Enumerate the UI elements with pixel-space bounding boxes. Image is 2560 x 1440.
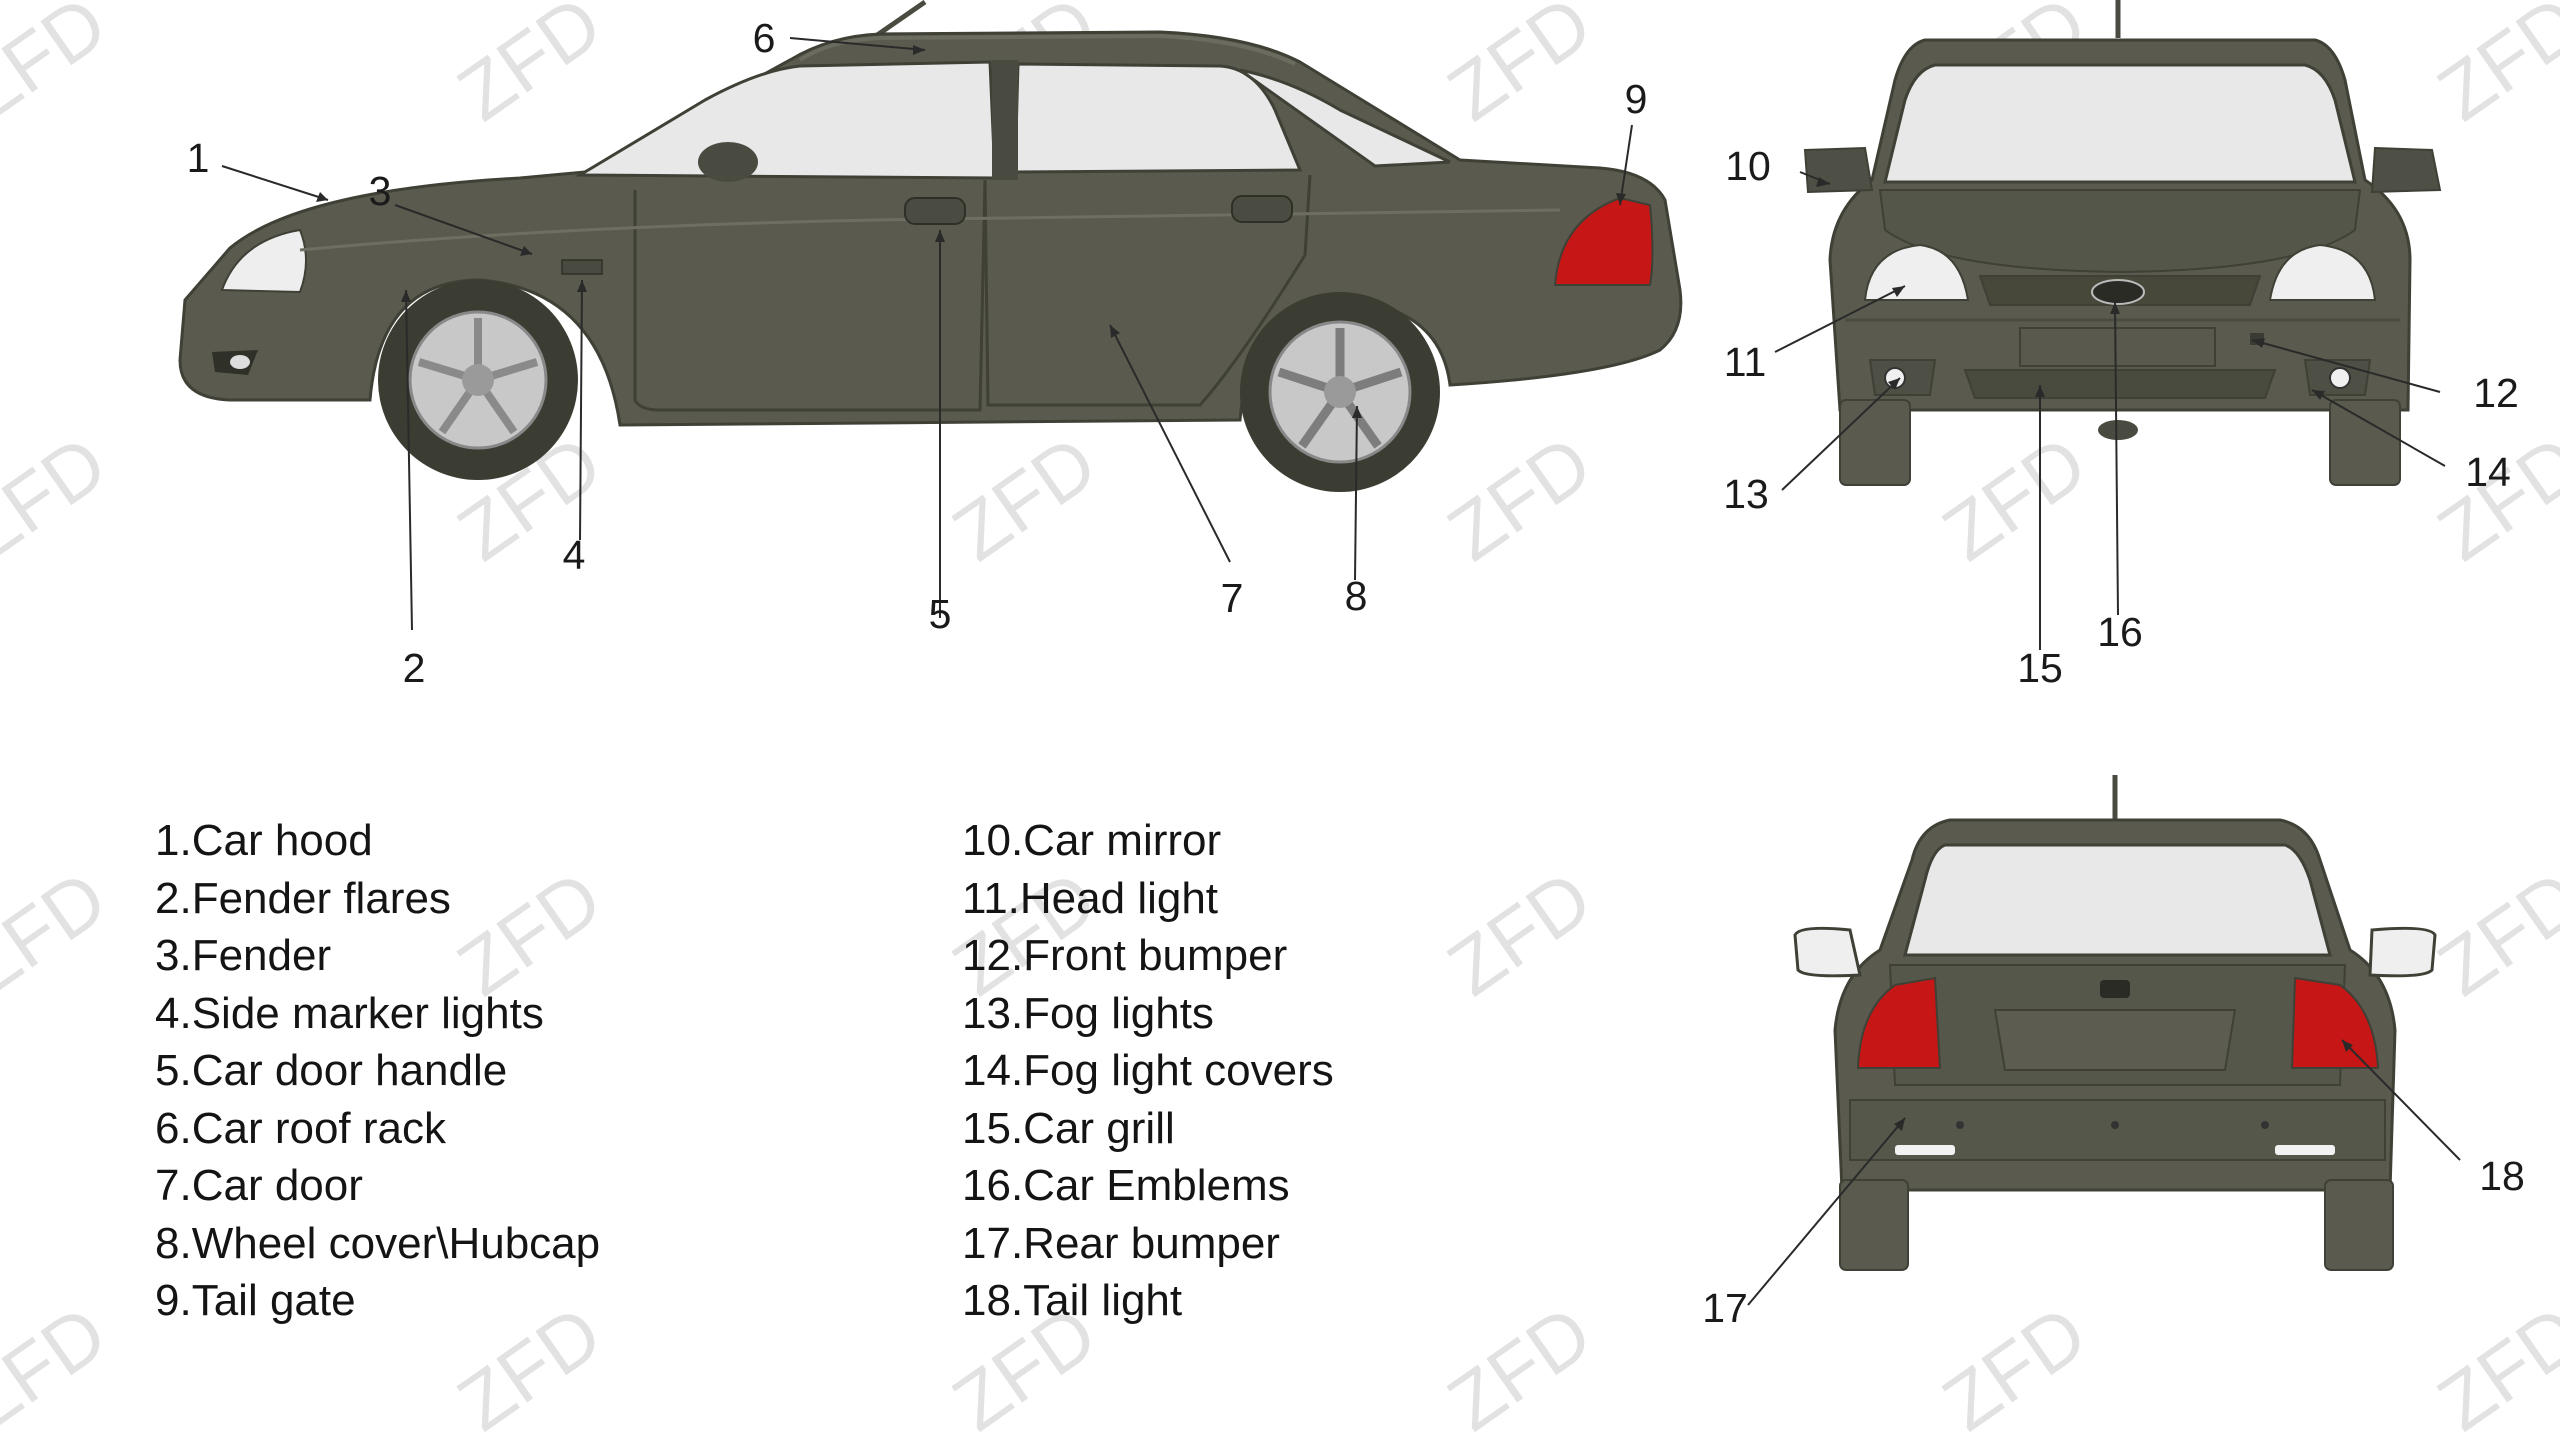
front-headlight-right (2268, 243, 2377, 301)
door-handle-rear (1231, 195, 1293, 223)
callout-5: 5 (929, 591, 952, 637)
callout-13: 13 (1723, 471, 1769, 517)
front-lower-grille (1963, 369, 2277, 399)
rear-tail-light-right (2290, 976, 2380, 1069)
callout-10: 10 (1725, 143, 1771, 189)
side-quarter-window (1239, 68, 1451, 168)
watermark-text: ZFD (1927, 1288, 2102, 1440)
watermark-text: ZFD (2422, 418, 2560, 577)
watermark-text: ZFD (0, 0, 122, 137)
rear-emblem (2100, 980, 2130, 998)
callout-arrowheads (316, 45, 2353, 1131)
watermark-text: ZFD (1927, 418, 2102, 577)
legend-item-front-bumper: 12.Front bumper (962, 931, 1288, 980)
car-side-view (178, 0, 1683, 492)
rear-bumper-shape (1849, 1099, 2386, 1161)
watermark-text: ZFD (0, 853, 122, 1012)
callout-15: 15 (2017, 645, 2063, 691)
watermark-text: ZFD (937, 418, 1112, 577)
legend-item-fog-lights: 13.Fog lights (962, 988, 1214, 1038)
callout-11: 11 (1724, 339, 1767, 385)
legend-item-head-light: 11.Head light (962, 873, 1219, 923)
callout-17: 17 (1702, 1285, 1748, 1331)
callout-7: 7 (1221, 575, 1244, 621)
legend-item-car-door: 7.Car door (155, 1161, 363, 1210)
callout-3: 3 (369, 168, 392, 214)
legend-item-car-grill: 15.Car grill (962, 1103, 1175, 1153)
car-front-view (1803, 0, 2442, 486)
rear-license-plate-recess (1993, 1009, 2237, 1071)
callout-16: 16 (2097, 609, 2143, 655)
watermark-text: ZFD (0, 1288, 122, 1440)
legend-item-fender: 3.Fender (155, 931, 332, 980)
watermark-text: ZFD (0, 418, 122, 577)
rear-window (1903, 843, 2332, 957)
car-rear-view (1793, 775, 2437, 1271)
side-headlight (220, 228, 307, 294)
callout-lines (221, 37, 2461, 1306)
front-license-plate (2019, 327, 2216, 367)
legend-item-fender-flares: 2.Fender flares (155, 873, 451, 923)
watermark-text: ZFD (1432, 0, 1607, 137)
watermark-text: ZFD (1432, 418, 1607, 577)
rear-mirror-right (2368, 926, 2437, 978)
legend-item-car-emblems: 16.Car Emblems (962, 1161, 1290, 1210)
legend-item-tail-gate: 9.Tail gate (155, 1276, 356, 1325)
watermark-text: ZFD (1432, 853, 1607, 1012)
callout-14: 14 (2465, 449, 2511, 495)
legend-item-car-roof-rack: 6.Car roof rack (155, 1103, 446, 1153)
front-mirror-right (2370, 146, 2442, 194)
legend-item-side-marker-lights: 4.Side marker lights (155, 988, 544, 1038)
side-marker-light (561, 259, 603, 275)
front-windshield (1883, 63, 2357, 184)
callout-numbers: 1 2 3 4 5 6 7 8 9 10 11 12 13 14 15 16 1… (187, 15, 2525, 1331)
front-headlight-left (1863, 243, 1970, 301)
front-mirror-left (1803, 146, 1874, 194)
front-fog-light-right (2329, 367, 2351, 389)
callout-4: 4 (563, 532, 586, 578)
watermark-text: ZFD (1432, 1288, 1607, 1440)
callout-9: 9 (1625, 76, 1648, 122)
legend-item-wheel-cover: 8.Wheel cover\Hubcap (155, 1218, 601, 1268)
legend-item-car-hood: 1.Car hood (155, 816, 373, 865)
legend-item-fog-light-covers: 14.Fog light covers (962, 1046, 1334, 1095)
front-emblem (2091, 279, 2145, 305)
rear-mirror-left (1793, 926, 1862, 978)
watermark-text: ZFD (2422, 1288, 2560, 1440)
legend-column-right: 10.Car mirror 11.Head light 12.Front bum… (962, 812, 1334, 1330)
legend-column-left: 1.Car hood 2.Fender flares 3.Fender 4.Si… (155, 812, 600, 1330)
legend-item-rear-bumper: 17.Rear bumper (962, 1218, 1280, 1268)
callout-2: 2 (403, 645, 426, 691)
callout-18: 18 (2479, 1153, 2525, 1199)
watermark-text: ZFD (442, 0, 617, 137)
callout-1: 1 (187, 135, 210, 181)
rear-tail-light-left (1856, 976, 1942, 1069)
callout-12: 12 (2473, 370, 2519, 416)
side-mirror (698, 142, 758, 182)
watermark-text: ZFD (2422, 853, 2560, 1012)
legend-item-car-door-handle: 5.Car door handle (155, 1046, 508, 1095)
watermark-text: ZFD (2422, 0, 2560, 137)
callout-8: 8 (1345, 573, 1368, 619)
legend-item-tail-light: 18.Tail light (962, 1276, 1183, 1325)
side-front-window (574, 60, 997, 180)
callout-6: 6 (753, 15, 776, 61)
legend-item-car-mirror: 10.Car mirror (962, 816, 1222, 865)
door-handle-front (904, 197, 966, 225)
